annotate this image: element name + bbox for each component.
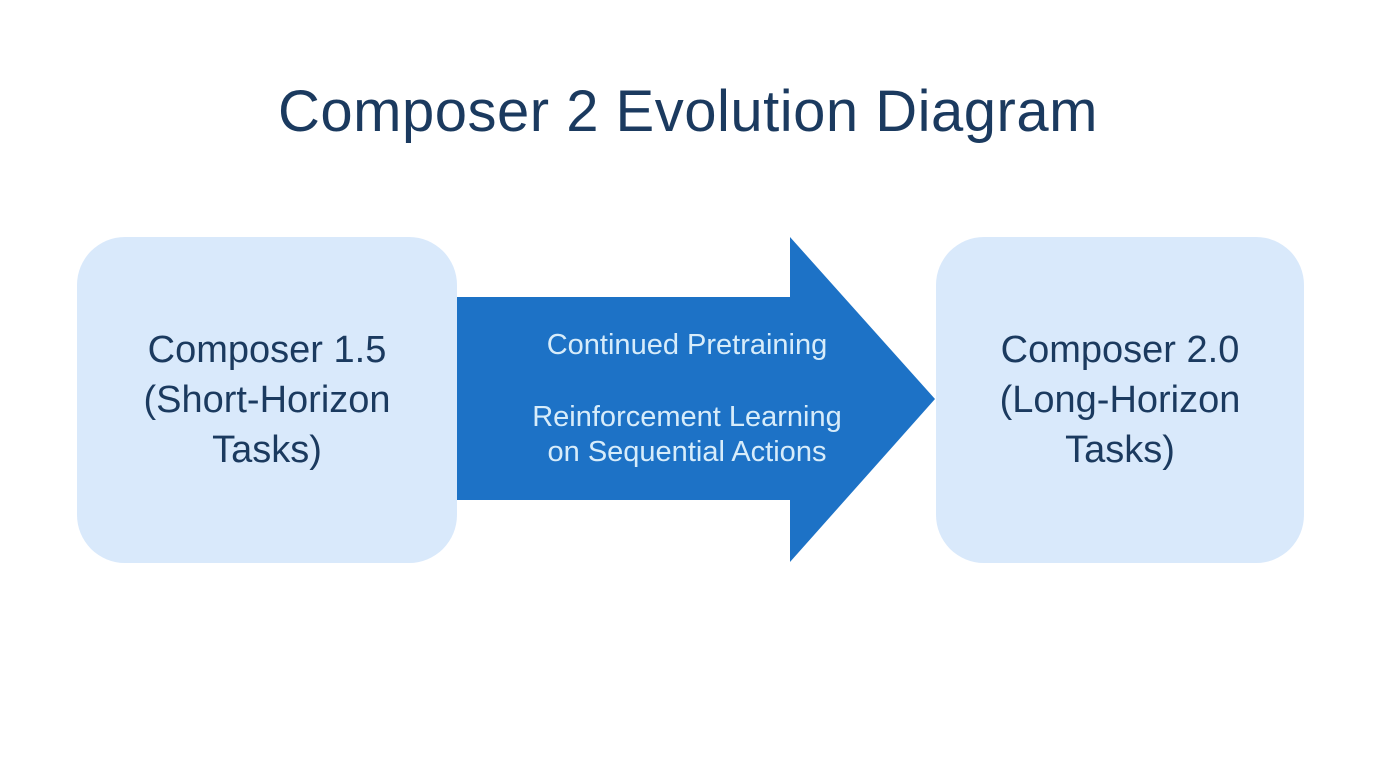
evolution-arrow: [457, 237, 935, 562]
node-label-line: Composer 2.0: [1000, 329, 1240, 371]
node-label-line: Tasks): [1065, 429, 1175, 471]
node-label-line: Composer 1.5: [147, 329, 387, 371]
arrow-step-line: Reinforcement Learning: [532, 400, 842, 433]
node-label-line: (Short-Horizon: [143, 379, 391, 421]
node-composer-2-0: Composer 2.0 (Long-Horizon Tasks): [936, 237, 1304, 563]
diagram-title: Composer 2 Evolution Diagram: [278, 79, 1098, 144]
arrow-label: Continued Pretraining Reinforcement Lear…: [457, 297, 917, 500]
arrow-step-reinforcement-learning: Reinforcement Learning on Sequential Act…: [532, 400, 842, 470]
arrow-step-continued-pretraining: Continued Pretraining: [547, 328, 828, 363]
arrow-step-line: Continued Pretraining: [546, 328, 828, 361]
right-arrow-shape: [457, 237, 935, 562]
node-composer-1-5-label: Composer 1.5 (Short-Horizon Tasks): [143, 325, 390, 475]
node-label-line: Tasks): [212, 429, 322, 471]
node-composer-2-0-label: Composer 2.0 (Long-Horizon Tasks): [1000, 325, 1241, 475]
arrow-step-line: on Sequential Actions: [547, 435, 827, 468]
node-label-line: (Long-Horizon: [999, 379, 1241, 421]
node-composer-1-5: Composer 1.5 (Short-Horizon Tasks): [77, 237, 457, 563]
